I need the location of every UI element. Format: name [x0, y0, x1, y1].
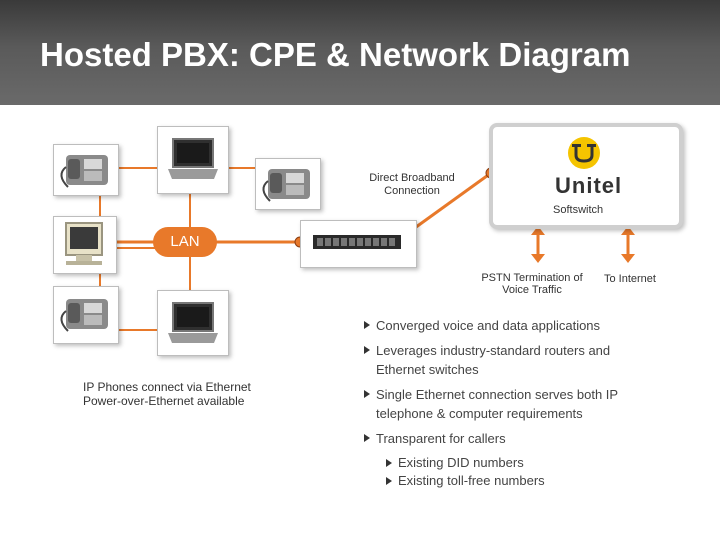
computer-box	[157, 290, 229, 356]
bullet-routers: Leverages industry-standard routers and …	[362, 341, 662, 379]
pstn-label: PSTN Termination of Voice Traffic	[481, 272, 583, 296]
ip-phone-box	[255, 158, 321, 210]
sub-bullet-did: Existing DID numbers	[384, 454, 662, 472]
ip-phone-icon	[60, 299, 108, 332]
sub-bullet-toll-free: Existing toll-free numbers	[384, 472, 662, 490]
feature-list: Converged voice and data applications Le…	[362, 316, 662, 490]
ip-phone-icon	[60, 155, 108, 188]
ip-phone-box	[53, 286, 119, 344]
computer-box	[157, 126, 229, 194]
desktop-box	[53, 216, 117, 274]
internet-label: To Internet	[604, 273, 656, 285]
ip-phone-icon	[262, 169, 310, 202]
bullet-converged: Converged voice and data applications	[362, 316, 662, 335]
bullet-single-ethernet: Single Ethernet connection serves both I…	[362, 385, 662, 423]
softswitch-box: Unitel Softswitch	[489, 123, 683, 229]
transparent-sublist: Existing DID numbers Existing toll-free …	[362, 454, 662, 490]
logo-text: Unitel	[555, 173, 623, 198]
ethernet-switch-box	[300, 220, 417, 268]
pstn-arrow	[531, 226, 545, 263]
laptop-icon	[168, 302, 218, 343]
header-bar: Hosted PBX: CPE & Network Diagram	[0, 0, 720, 105]
page-title: Hosted PBX: CPE & Network Diagram	[40, 36, 631, 73]
bullet-transparent: Transparent for callers	[362, 429, 662, 448]
ethernet-switch-icon	[313, 235, 401, 249]
unitel-logo	[568, 137, 600, 169]
desktop-monitor-icon	[65, 222, 103, 265]
lan-label: LAN	[153, 227, 217, 257]
laptop-icon	[168, 138, 218, 179]
softswitch-label: Softswitch	[553, 204, 604, 216]
ip-phone-box	[53, 144, 119, 196]
internet-arrow	[621, 226, 635, 263]
ip-phones-note: IP Phones connect via Ethernet Power-ove…	[83, 380, 251, 408]
broadband-label: Direct Broadband Connection	[369, 172, 455, 197]
